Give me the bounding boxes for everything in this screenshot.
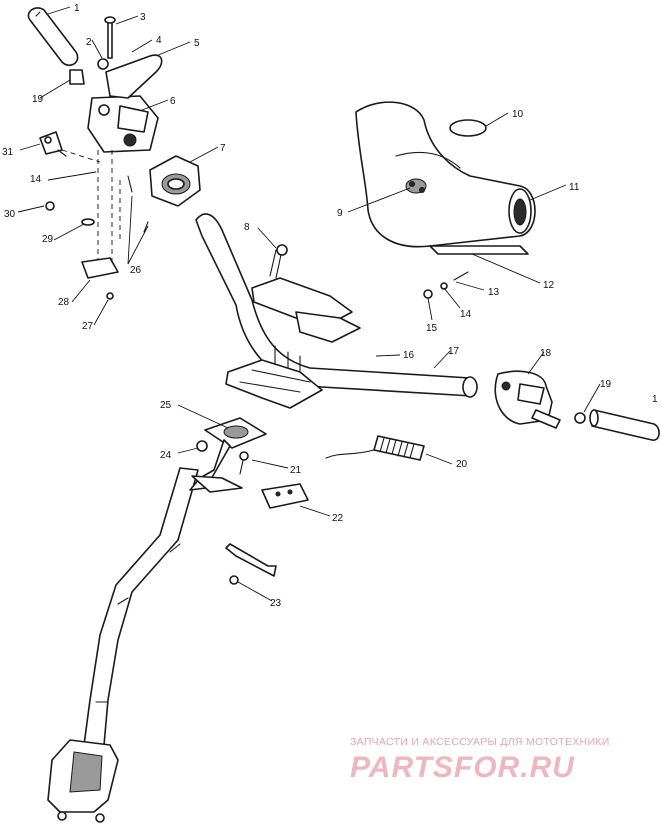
callout-18: 18: [540, 348, 552, 359]
handlebar-clamps: [225, 277, 361, 409]
callout-30: 30: [4, 209, 16, 220]
callout-26: 26: [130, 265, 142, 276]
callout-2: 2: [86, 37, 92, 48]
callout-12: 12: [543, 280, 555, 291]
callout-11: 11: [569, 182, 580, 193]
callout-19-left: 19: [32, 94, 44, 105]
callout-27: 27: [82, 321, 94, 332]
callout-28: 28: [58, 297, 70, 308]
callout-29: 29: [42, 234, 54, 245]
throttle-lever: [105, 54, 163, 99]
pad-emblem: [449, 119, 487, 137]
callout-labels: 1 2 3 4 5 6 7 8 9 10 11 12 13 14 14 15 1…: [2, 3, 658, 609]
handlebar-pad: [355, 101, 536, 248]
callout-15: 15: [426, 323, 438, 334]
clip-plate: [261, 483, 309, 509]
callout-19-right: 19: [600, 379, 612, 390]
speedometer-gauge: [149, 155, 201, 207]
watermark: ЗАПЧАСТИ И АКСЕССУАРЫ ДЛЯ МОТОТЕХНИКИ PA…: [350, 736, 610, 784]
callout-22: 22: [332, 513, 344, 524]
callout-14-left: 14: [30, 174, 42, 185]
watermark-logo: PARTSFOR.RU: [350, 751, 575, 784]
callout-5: 5: [194, 38, 200, 49]
fasteners: [44, 136, 288, 475]
callout-13: 13: [488, 287, 500, 298]
callout-3: 3: [140, 12, 146, 23]
callout-14: 14: [460, 309, 472, 320]
column-bushing: [225, 543, 277, 585]
callout-25: 25: [160, 400, 172, 411]
callout-21: 21: [290, 465, 302, 476]
callout-1-right: 1: [652, 394, 658, 405]
watermark-tagline: ЗАПЧАСТИ И АКСЕССУАРЫ ДЛЯ МОТОТЕХНИКИ: [350, 736, 610, 748]
callout-4: 4: [156, 35, 162, 46]
brake-control: [494, 370, 561, 429]
callout-16: 16: [403, 350, 415, 361]
callout-7: 7: [220, 143, 226, 154]
callout-1: 1: [74, 3, 80, 14]
leader-lines: [17, 6, 601, 602]
left-switch-parts: [39, 16, 149, 300]
throttle-housing: [87, 95, 159, 153]
callout-8: 8: [244, 222, 250, 233]
pad-retainer: [423, 245, 529, 299]
callout-24: 24: [160, 450, 172, 461]
spring-coil: [325, 435, 425, 461]
callout-20: 20: [456, 459, 468, 470]
left-grip: [27, 7, 79, 67]
callout-17: 17: [448, 346, 460, 357]
right-grip: [589, 409, 660, 441]
callout-9: 9: [337, 208, 343, 219]
callout-10: 10: [512, 109, 524, 120]
grip-end-right: [574, 412, 586, 424]
callout-23: 23: [270, 598, 282, 609]
callout-31: 31: [2, 147, 14, 158]
column-top-plate: [189, 417, 267, 493]
callout-6: 6: [170, 96, 176, 107]
steering-column: [47, 467, 199, 823]
